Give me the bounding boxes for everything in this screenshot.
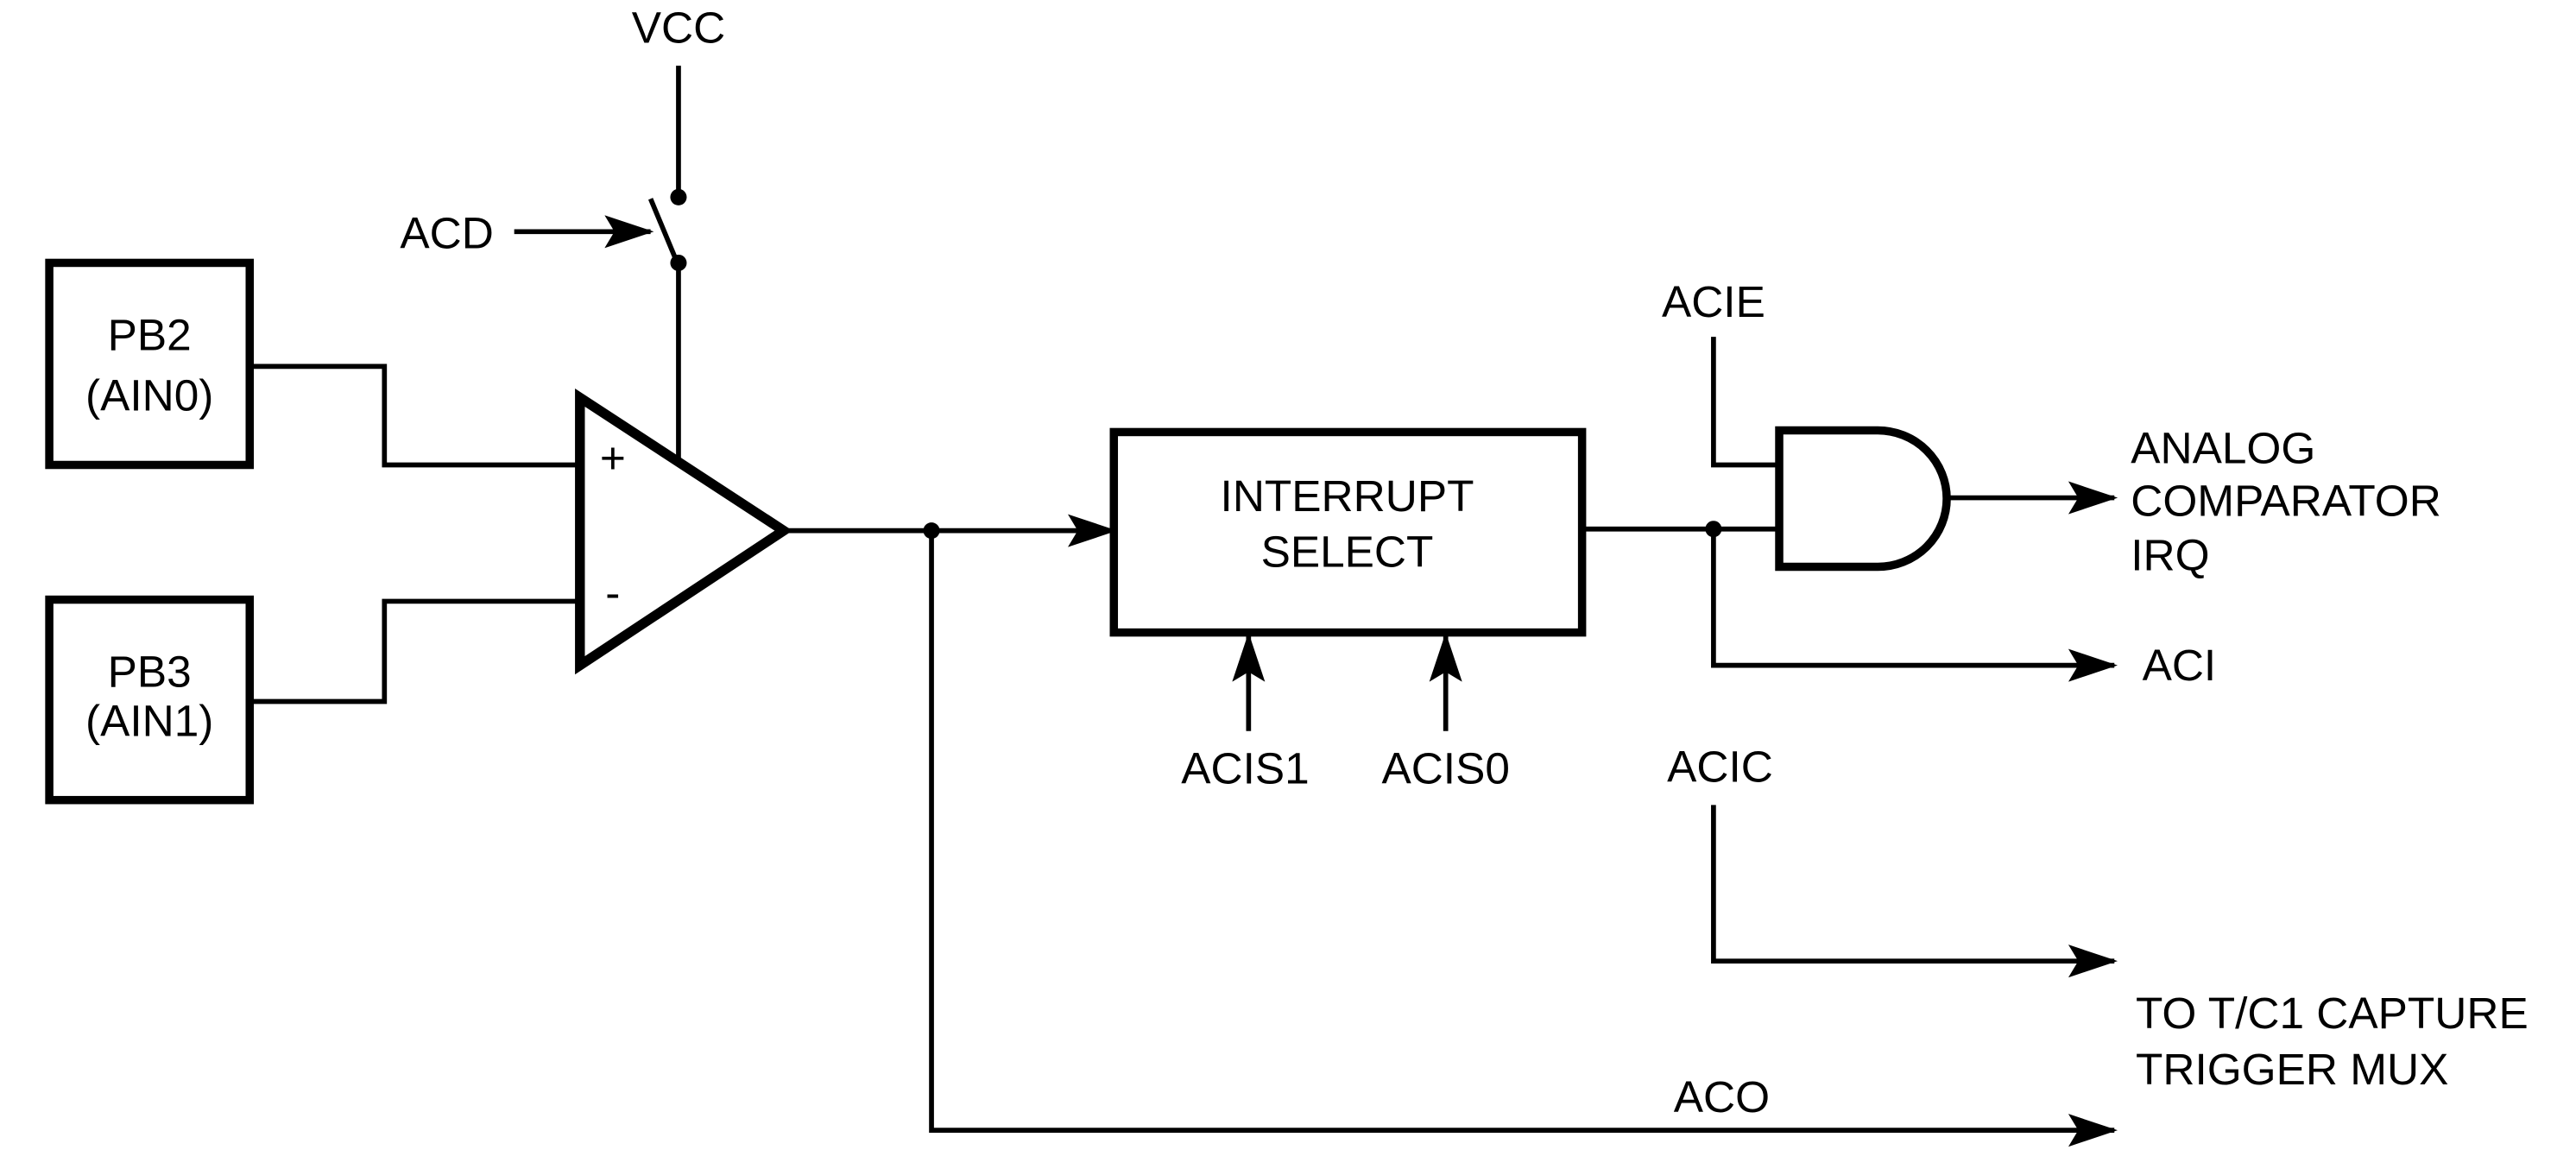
capture-label-2: TRIGGER MUX bbox=[2136, 1044, 2448, 1094]
acis0-label: ACIS0 bbox=[1381, 743, 1509, 793]
plus-input-label: + bbox=[600, 433, 626, 483]
select-junction-dot bbox=[1705, 521, 1722, 538]
interrupt-select-label-2: SELECT bbox=[1261, 526, 1434, 576]
acie-label: ACIE bbox=[1662, 276, 1765, 326]
acis1-label: ACIS1 bbox=[1181, 743, 1309, 793]
ain0-wire bbox=[249, 363, 580, 468]
interrupt-select-label-1: INTERRUPT bbox=[1221, 471, 1474, 521]
aci-label: ACI bbox=[2143, 640, 2217, 690]
minus-input-label: - bbox=[605, 567, 620, 617]
ain1-wire bbox=[249, 598, 580, 705]
and-gate-symbol bbox=[1775, 426, 1951, 572]
acd-label: ACD bbox=[400, 207, 493, 257]
capture-label-1: TO T/C1 CAPTURE bbox=[2136, 988, 2529, 1038]
aco-label: ACO bbox=[1674, 1071, 1770, 1122]
aci-wire bbox=[1711, 528, 2118, 682]
vcc-label: VCC bbox=[632, 2, 725, 52]
acic-wire bbox=[1711, 805, 2118, 978]
aco-wire bbox=[929, 530, 2118, 1147]
ain0-label: (AIN0) bbox=[85, 370, 213, 420]
switch-contact-top bbox=[670, 188, 687, 205]
acie-wire bbox=[1711, 337, 1780, 468]
pb2-pin-box bbox=[45, 258, 255, 470]
acd-switch bbox=[647, 198, 678, 259]
irq-label-3: IRQ bbox=[2131, 529, 2209, 579]
interrupt-select-box bbox=[1109, 427, 1587, 637]
acic-label: ACIC bbox=[1667, 742, 1773, 792]
comparator-symbol bbox=[575, 388, 793, 675]
irq-label-2: COMPARATOR bbox=[2131, 475, 2441, 525]
pb2-label: PB2 bbox=[108, 309, 192, 359]
irq-label-1: ANALOG bbox=[2131, 423, 2315, 473]
pb3-label: PB3 bbox=[108, 646, 192, 696]
ain1-label: (AIN1) bbox=[85, 695, 213, 745]
